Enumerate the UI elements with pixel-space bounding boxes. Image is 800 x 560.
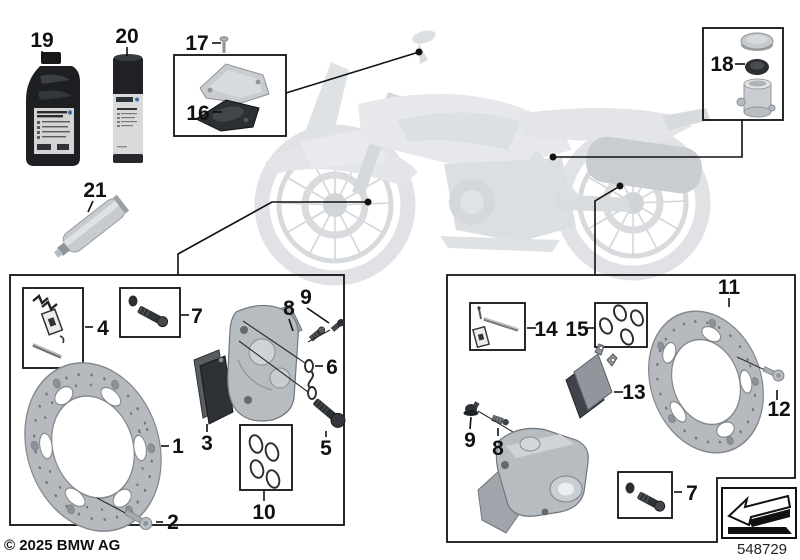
reservoir-cover-silver[interactable] [199,63,270,104]
reservoir-body[interactable] [736,78,776,118]
callout-5[interactable]: 5 [320,437,332,460]
callout-8-rear[interactable]: 8 [492,437,504,460]
leader-lines [177,48,743,275]
rear-brake-box [446,274,796,543]
callout-8-front[interactable]: 8 [283,297,295,320]
bleeder-valve-front[interactable] [308,326,326,342]
rear-brake-caliper[interactable] [477,427,589,534]
grease-tube[interactable] [49,194,130,264]
callout-13[interactable]: 13 [622,381,645,404]
diagram-code: 548729 [737,541,787,558]
caliper-bolt-front[interactable] [310,396,347,431]
front-brake-pads[interactable] [193,349,234,425]
motorcycle-body [265,30,710,252]
callout-7-front[interactable]: 7 [191,305,203,328]
callout-ticks [41,42,778,523]
seal-kit-front[interactable] [248,434,282,490]
motorcycle-illustration [254,30,711,286]
callout-9-front[interactable]: 9 [300,286,312,309]
callout-18[interactable]: 18 [710,53,734,76]
page-turn-arrow-icon [727,494,792,534]
callout-6[interactable]: 6 [326,356,338,379]
callout-3[interactable]: 3 [201,432,213,455]
rear-brake-pads[interactable] [565,343,618,419]
seal-kit-rear[interactable] [598,303,646,346]
callout-1[interactable]: 1 [172,435,184,458]
retainer-kit-box-rear [469,302,526,351]
reservoir-cover-black[interactable] [194,99,260,132]
callout-12[interactable]: 12 [767,398,790,421]
callout-9-rear[interactable]: 9 [464,429,476,452]
copyright-text: © 2025 BMW AG [4,537,120,554]
callout-4[interactable]: 4 [97,317,109,340]
disc-bolt-front[interactable] [123,507,154,532]
rear-brake-disc[interactable] [629,295,782,469]
callout-16[interactable]: 16 [186,102,209,125]
front-brake-box [9,274,345,526]
callout-19[interactable]: 19 [30,29,53,52]
cover-screw[interactable] [219,36,229,53]
callout-7-rear[interactable]: 7 [686,482,698,505]
callout-20[interactable]: 20 [115,25,138,48]
bleed-screw-kit-rear[interactable] [625,482,667,513]
callout-21[interactable]: 21 [83,179,107,202]
callout-14[interactable]: 14 [534,318,558,341]
cleaner-spray-can[interactable] [113,54,143,163]
pad-retaining-clip[interactable] [304,359,317,400]
sensor-fitting-front[interactable] [330,317,346,332]
seal-kit-box-front [239,424,293,491]
callout-15[interactable]: 15 [565,318,589,341]
reservoir-cap[interactable] [740,32,774,51]
callout-11[interactable]: 11 [718,276,741,299]
retainer-kit-rear[interactable] [472,306,520,349]
callout-10[interactable]: 10 [252,501,275,524]
callout-17[interactable]: 17 [185,32,208,55]
disc-bolt-rear[interactable] [762,364,786,383]
bleed-screw-kit-front[interactable] [128,295,170,329]
reservoir-diaphragm[interactable] [745,59,769,75]
bleeder-valve-rear[interactable] [491,414,509,426]
seal-kit-box-rear [594,302,648,348]
front-brake-caliper[interactable] [227,304,303,422]
brake-fluid-bottle[interactable] [26,52,80,166]
bleed-screw-kit-box-rear [617,471,673,519]
bleeder-cap-rear[interactable] [463,401,480,416]
bleed-screw-kit-box-front [119,287,181,338]
retainer-kit-box [22,287,84,369]
retainer-kit-parts[interactable] [32,294,65,359]
callout-2[interactable]: 2 [167,511,179,534]
reservoir-cover-box [173,54,287,137]
reservoir-kit-box [702,27,784,121]
front-brake-disc[interactable] [4,345,183,549]
